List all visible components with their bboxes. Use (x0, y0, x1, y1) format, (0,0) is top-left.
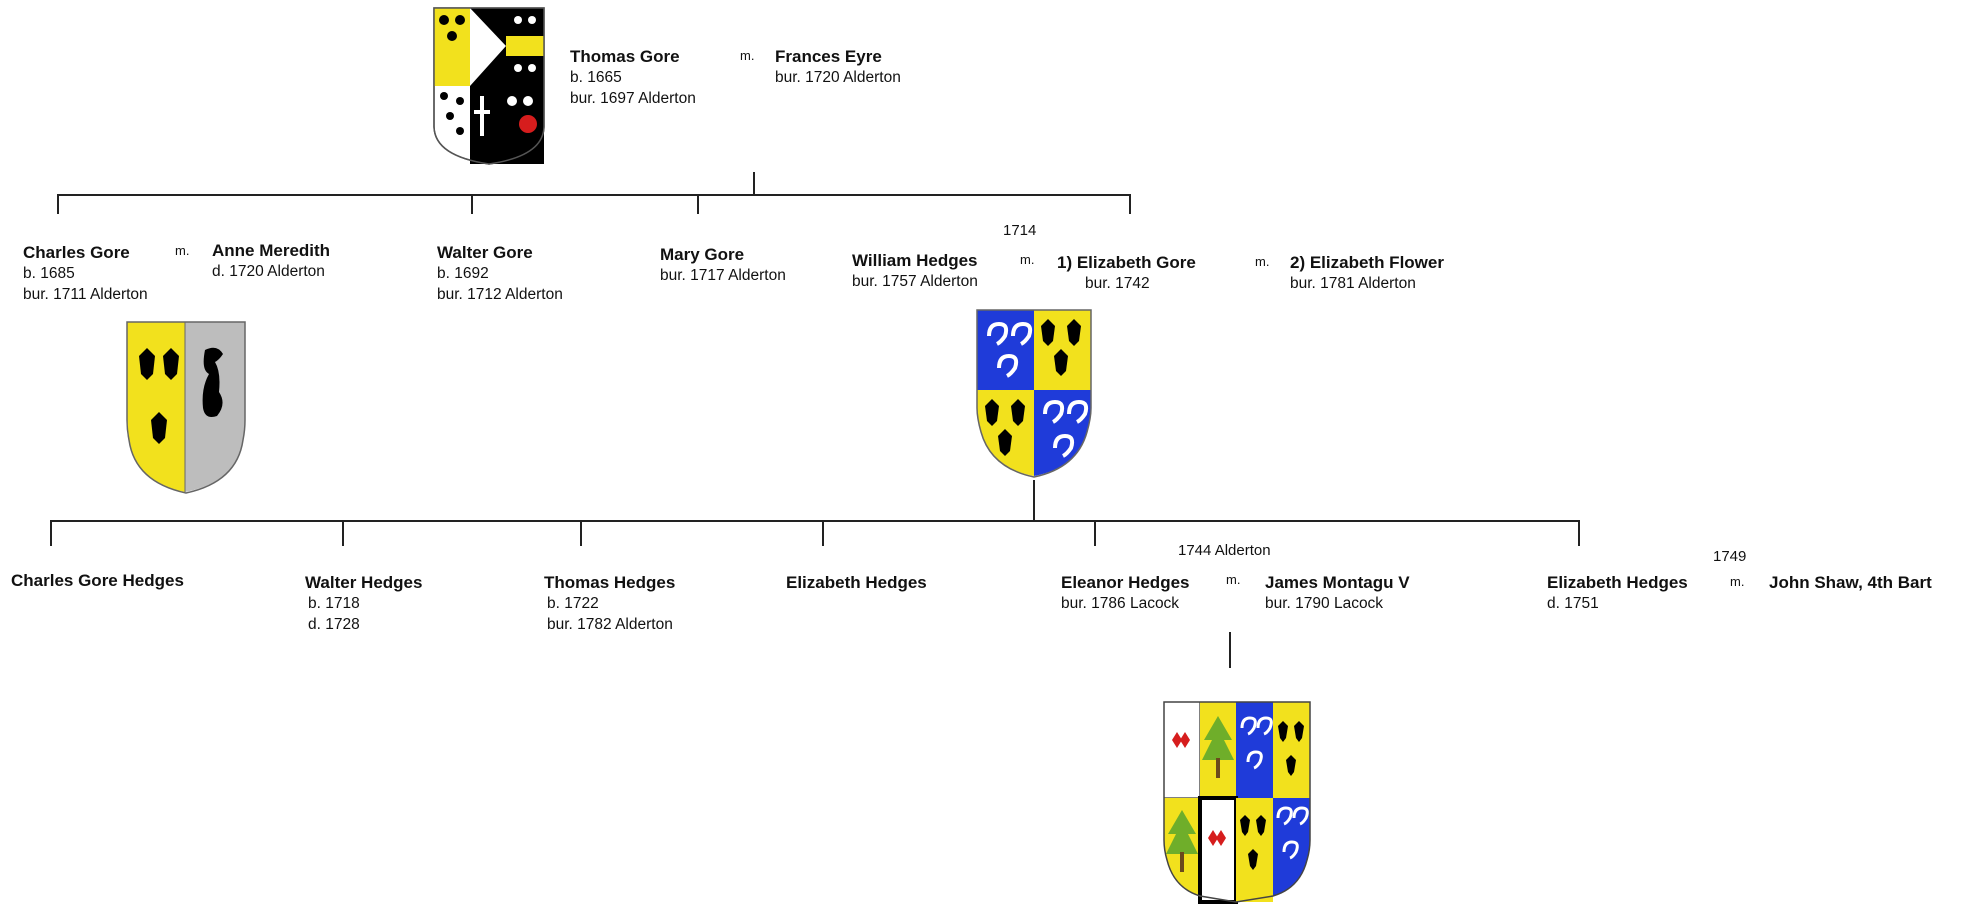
person-burial-mary-gore: bur. 1717 Alderton (660, 267, 786, 284)
child-drop (342, 520, 344, 546)
person-burial-james-montagu: bur. 1790 Lacock (1265, 595, 1384, 612)
child-drop (580, 520, 582, 546)
marriage-label: m. (1255, 254, 1270, 269)
sibling-bar (50, 520, 1580, 522)
person-name-charles-gore: Charles Gore (23, 243, 130, 262)
person-name-walter-hedges: Walter Hedges (305, 573, 423, 592)
person-birth-walter-gore: b. 1692 (437, 265, 489, 282)
person-burial-william-hedges: bur. 1757 Alderton (852, 273, 978, 290)
child-drop (50, 520, 52, 546)
person-name-john-shaw: John Shaw, 4th Bart (1769, 573, 1932, 592)
person-birth-charles-gore: b. 1685 (23, 265, 75, 282)
person-name-mary-gore: Mary Gore (660, 245, 745, 264)
person-burial-eleanor-hedges: bur. 1786 Lacock (1061, 595, 1180, 612)
person-name-charles-gore-hedges: Charles Gore Hedges (11, 571, 184, 590)
child-drop (1094, 520, 1096, 546)
hedges-gore-quartered-arms-icon (976, 309, 1092, 478)
marriage-label: m. (1226, 572, 1241, 587)
gore-meredith-impaled-arms-icon (126, 321, 246, 494)
person-birth-thomas-gore: b. 1665 (570, 69, 622, 86)
montagu-hedges-quartered-arms-icon (1163, 701, 1311, 904)
person-burial-thomas-gore: bur. 1697 Alderton (570, 90, 696, 107)
person-name-anne-meredith: Anne Meredith (212, 241, 331, 260)
person-burial-elizabeth-gore: bur. 1742 (1085, 275, 1150, 292)
person-death-walter-hedges: d. 1728 (308, 616, 360, 633)
person-death-anne-meredith: d. 1720 Alderton (212, 263, 325, 280)
person-name-elizabeth-flower: 2) Elizabeth Flower (1290, 253, 1444, 272)
person-name-thomas-hedges: Thomas Hedges (544, 573, 676, 592)
marriage-date: 1744 Alderton (1178, 542, 1271, 559)
person-name-william-hedges: William Hedges (852, 251, 978, 270)
marriage-label: m. (1020, 252, 1035, 267)
child-drop (57, 194, 59, 214)
marriage-label: m. (1730, 574, 1745, 589)
descent-line (753, 172, 755, 196)
person-burial-elizabeth-flower: bur. 1781 Alderton (1290, 275, 1416, 292)
child-drop (697, 194, 699, 214)
marriage-date: 1749 (1713, 548, 1747, 565)
child-drop (822, 520, 824, 546)
child-drop (471, 194, 473, 214)
person-death-elizabeth-hedges-shaw: d. 1751 (1547, 595, 1599, 612)
person-name-walter-gore: Walter Gore (437, 243, 533, 262)
marriage-label: m. (175, 243, 190, 258)
descent-line (1033, 480, 1035, 522)
child-drop (1129, 194, 1131, 214)
person-name-elizabeth-hedges: Elizabeth Hedges (786, 573, 927, 592)
person-name-eleanor-hedges: Eleanor Hedges (1061, 573, 1190, 592)
person-name-elizabeth-gore: 1) Elizabeth Gore (1057, 253, 1196, 272)
sibling-bar (57, 194, 1131, 196)
person-name-frances-eyre: Frances Eyre (775, 47, 882, 66)
descent-line (1229, 632, 1231, 668)
person-birth-thomas-hedges: b. 1722 (547, 595, 599, 612)
person-name-james-montagu: James Montagu V (1265, 573, 1410, 592)
person-name-thomas-gore: Thomas Gore (570, 47, 680, 66)
person-burial-frances-eyre: bur. 1720 Alderton (775, 69, 901, 86)
person-burial-walter-gore: bur. 1712 Alderton (437, 286, 563, 303)
gore-quartered-arms-icon (433, 7, 545, 165)
marriage-date: 1714 (1003, 222, 1037, 239)
marriage-label: m. (740, 48, 755, 63)
child-drop (1578, 520, 1580, 546)
person-name-elizabeth-hedges-shaw: Elizabeth Hedges (1547, 573, 1688, 592)
person-burial-charles-gore: bur. 1711 Alderton (23, 286, 148, 303)
person-birth-walter-hedges: b. 1718 (308, 595, 360, 612)
person-burial-thomas-hedges: bur. 1782 Alderton (547, 616, 673, 633)
